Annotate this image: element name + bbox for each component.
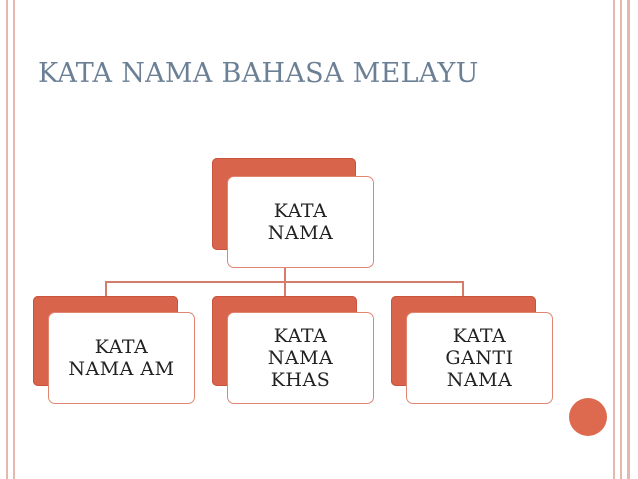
node-child-2-box: KATA NAMA KHAS: [227, 312, 374, 404]
decorative-border-line: [13, 0, 15, 479]
node-root-label: KATA NAMA: [267, 200, 334, 244]
decorative-circle: [569, 398, 607, 436]
connector-to-child-1: [105, 281, 107, 298]
decorative-border-line: [613, 0, 615, 479]
connector-to-child-3: [462, 281, 464, 298]
node-child-2-label: KATA NAMA KHAS: [267, 325, 334, 391]
slide-title: KATA NAMA BAHASA MELAYU: [38, 58, 479, 89]
connector-root-down: [284, 266, 286, 282]
decorative-border-line: [6, 0, 8, 479]
node-child-3-box: KATA GANTI NAMA: [406, 312, 553, 404]
decorative-border-line: [627, 0, 630, 479]
node-child-1-box: KATA NAMA AM: [48, 312, 195, 404]
node-child-3-label: KATA GANTI NAMA: [445, 325, 514, 391]
node-child-1-label: KATA NAMA AM: [68, 336, 175, 380]
node-root-box: KATA NAMA: [227, 176, 374, 268]
connector-to-child-2: [284, 281, 286, 298]
decorative-border-line: [620, 0, 622, 479]
